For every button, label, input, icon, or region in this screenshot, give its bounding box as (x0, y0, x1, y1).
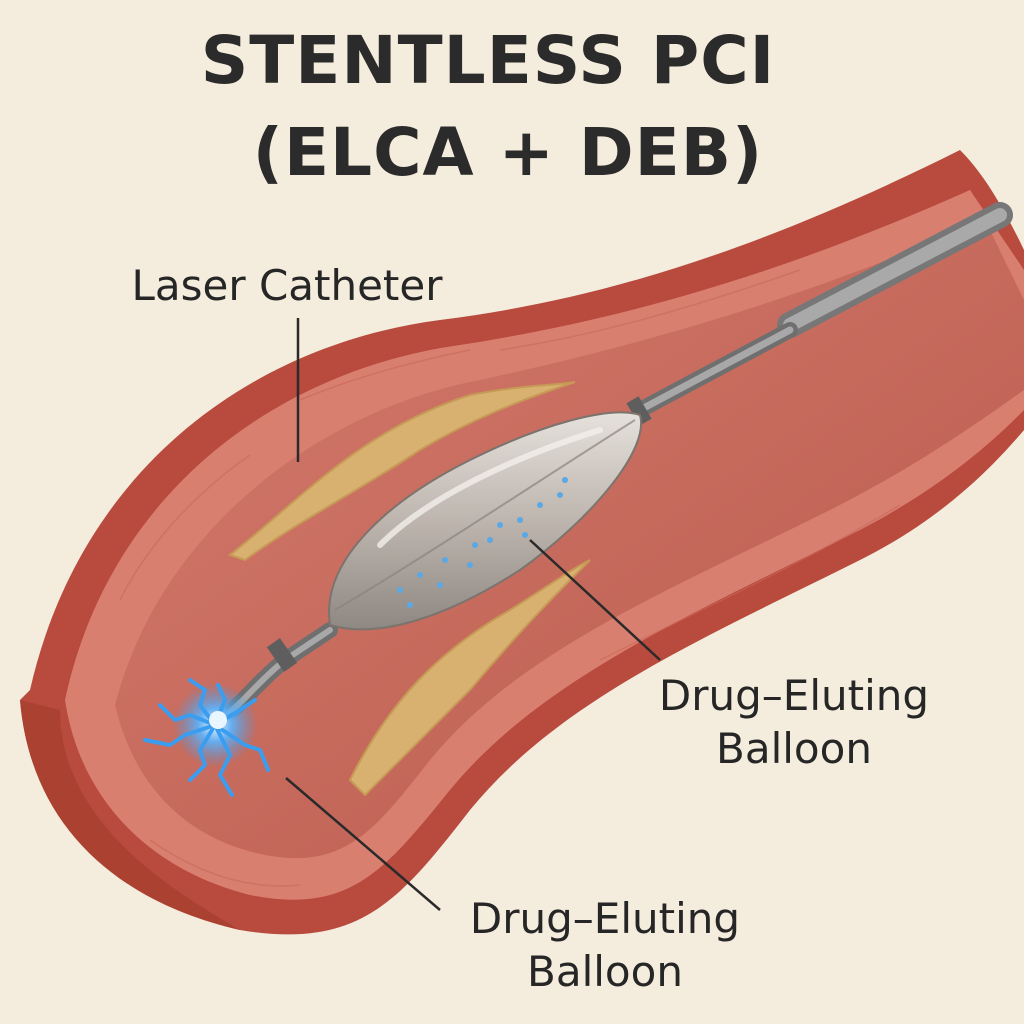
drug-dot (487, 537, 493, 543)
label-balloon-upper-line-1: Drug–Eluting (659, 671, 929, 720)
artery-opening-rim (20, 700, 240, 930)
drug-dot (467, 562, 473, 568)
drug-dot (407, 602, 413, 608)
drug-dot (557, 492, 563, 498)
drug-dot (497, 522, 503, 528)
balloon-highlight (377, 427, 603, 548)
label-balloon-lower-line-1: Drug–Eluting (470, 894, 740, 943)
leader-balloon-upper (529, 539, 661, 661)
drug-dot (537, 502, 543, 508)
title-line-1: STENTLESS PCI (201, 22, 775, 99)
title-line-2: (ELCA + DEB) (253, 114, 763, 191)
drug-dot (437, 582, 443, 588)
drug-dot (397, 587, 403, 593)
drug-dot (442, 557, 448, 563)
plaque-upper (227, 381, 576, 562)
artery-lumen (115, 220, 1024, 859)
drug-dot (472, 542, 478, 548)
drug-dots (397, 477, 568, 608)
plaque-lower (348, 559, 591, 797)
drug-dot (417, 572, 423, 578)
label-balloon-upper-line-2: Balloon (716, 724, 872, 773)
drug-dot (517, 517, 523, 523)
leader-balloon-lower (285, 777, 441, 911)
drug-eluting-balloon (328, 411, 643, 631)
laser-burst-icon (143, 678, 270, 797)
drug-dot (522, 532, 528, 538)
drug-dot (562, 477, 568, 483)
label-laser-catheter: Laser Catheter (131, 261, 443, 310)
label-balloon-lower-line-2: Balloon (527, 947, 683, 996)
